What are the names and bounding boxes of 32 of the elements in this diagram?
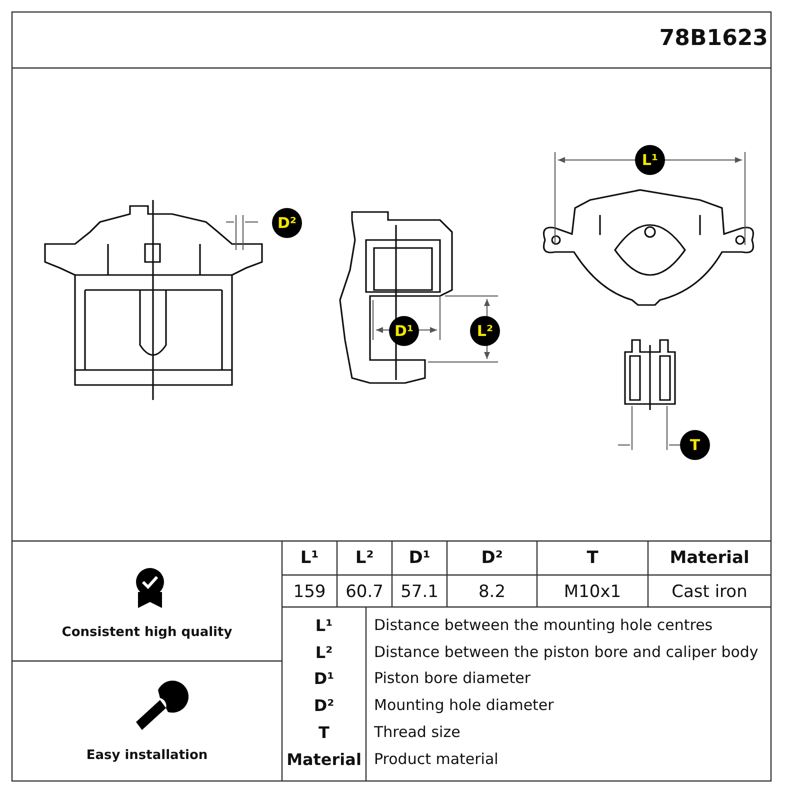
column-header: L² [354, 549, 375, 568]
dimension-description: Distance between the piston bore and caliper body [374, 644, 758, 660]
dimension-description: Distance between the mounting hole centres [374, 617, 713, 634]
column-header: D¹ [408, 549, 432, 568]
table-value: M10x1 [562, 583, 622, 602]
table-value: 159 [292, 583, 327, 602]
column-header: D² [480, 549, 504, 568]
column-header: T [586, 549, 600, 568]
dimension-symbol: D² [312, 697, 336, 715]
column-header: Material [668, 549, 750, 568]
dimension-symbol: D¹ [312, 670, 336, 688]
dimension-callout: L¹ [635, 145, 665, 175]
dimension-symbol: Material [286, 750, 362, 768]
dimension-symbol: L¹ [314, 617, 334, 635]
table-value: 57.1 [400, 583, 440, 602]
dimension-symbol: T [318, 724, 330, 742]
part-number: 78B1623 [659, 27, 768, 52]
dimension-symbol: L² [314, 644, 334, 662]
table-value: Cast iron [670, 583, 748, 602]
dimension-description: Product material [374, 750, 498, 767]
feature-caption: Consistent high quality [60, 626, 234, 640]
table-value: 8.2 [477, 583, 507, 602]
dimension-description: Piston bore diameter [374, 670, 531, 687]
dimension-callout: D¹ [389, 316, 419, 346]
dimension-callout: T [680, 430, 710, 460]
dimension-callout: L² [470, 316, 500, 346]
dimension-description: Thread size [374, 724, 460, 740]
table-value: 60.7 [344, 583, 384, 602]
column-header: L¹ [299, 549, 320, 568]
dimension-description: Mounting hole diameter [374, 697, 554, 714]
feature-caption: Easy installation [85, 749, 209, 764]
dimension-callout: D² [272, 208, 302, 238]
